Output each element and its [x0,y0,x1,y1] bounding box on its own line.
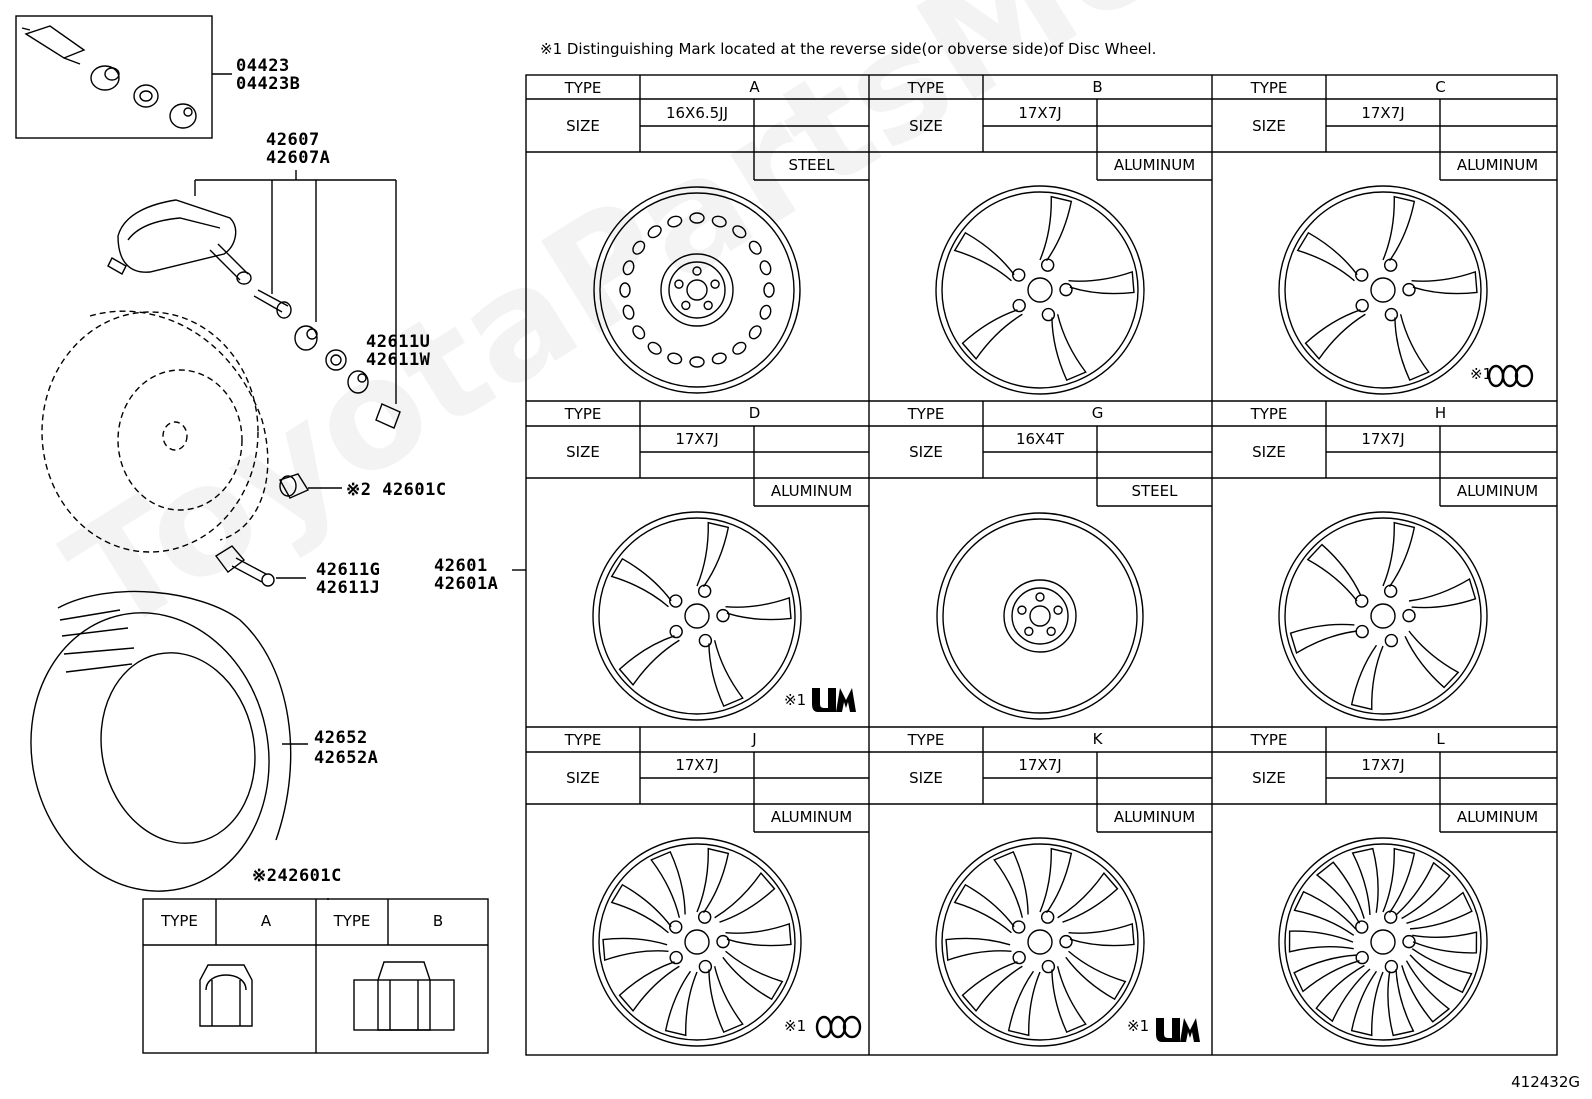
wheel-drawing-k [935,837,1145,1047]
tire-illustration [30,590,308,892]
wheel-type-label: TYPE [564,731,602,749]
wheel-illustrations [592,185,1488,1047]
wheel-type-c: C [1435,78,1446,96]
hub-nut-illustration [278,473,342,499]
wheel-type-label: TYPE [907,405,945,423]
part-number-42611j[interactable]: 42611J [316,578,381,598]
wheel-size-label: SIZE [909,117,943,135]
wheel-drawing-l [1278,837,1488,1047]
wheel-material-c: ALUMINUM [1456,156,1539,174]
part-number-42601[interactable]: 42601 [434,556,488,576]
part-number-42601a[interactable]: 42601A [434,574,499,594]
wheel-drawing-c [1278,185,1488,395]
wheel-size-label: SIZE [1252,443,1286,461]
part-number-04423[interactable]: 04423 [236,56,290,76]
part-number-42652a[interactable]: 42652A [314,748,379,768]
wheel-material-b: ALUMINUM [1113,156,1196,174]
wheel-material-a: STEEL [788,156,835,174]
wheel-size-label: SIZE [566,117,600,135]
wheel-size-k: 17X7J [1018,756,1062,774]
wheel-type-label: TYPE [1250,405,1288,423]
wheel-size-a: 16X6.5JJ [665,104,729,122]
nut-type-label-b: TYPE [333,912,371,930]
wheel-size-label: SIZE [1252,769,1286,787]
wheel-size-label: SIZE [1252,117,1286,135]
part-number-42607a[interactable]: 42607A [266,148,331,168]
wheel-drawing-b [935,185,1145,395]
wheel-type-label: TYPE [564,79,602,97]
wheel-type-a: A [749,78,760,96]
part-number-42607[interactable]: 42607 [266,130,320,150]
wheel-drawing-h [1278,511,1488,721]
wheel-type-label: TYPE [907,731,945,749]
wheel-type-label: TYPE [564,405,602,423]
wheel-size-g: 16X4T [1015,430,1065,448]
part-number-42611u[interactable]: 42611U [366,332,431,352]
wheel-type-label: TYPE [907,79,945,97]
wheel-material-d: ALUMINUM [770,482,853,500]
wheel-type-b: B [1092,78,1103,96]
distinguishing-mark-shapes [815,364,1534,1039]
wheel-type-k: K [1092,730,1103,748]
wheel-drawing-d [592,511,802,721]
part-number-04423b[interactable]: 04423B [236,74,301,94]
wheel-type-g: G [1091,404,1104,422]
wheel-size-label: SIZE [566,769,600,787]
tpms-sensor-illustration [107,170,401,429]
wheel-type-label: TYPE [1250,731,1288,749]
wheel-table-lines [525,74,1558,1056]
wheel-sketch-illustration [41,310,269,553]
nut-type-label-a: TYPE [161,912,198,930]
part-number-42611w[interactable]: 42611W [366,350,431,370]
wheel-mark-d: ※1 [784,691,807,709]
wheel-material-j: ALUMINUM [770,808,853,826]
nut-type-b: B [432,912,444,930]
wheel-size-l: 17X7J [1361,756,1405,774]
wheel-size-d: 17X7J [675,430,719,448]
wheel-mark-c: ※1 [1470,365,1493,383]
wheel-size-h: 17X7J [1361,430,1405,448]
wheel-material-l: ALUMINUM [1456,808,1539,826]
wheel-drawing-j [592,837,802,1047]
wheel-material-g: STEEL [1131,482,1178,500]
part-number-42652[interactable]: 42652 [314,728,368,748]
valve-stem-illustration [214,545,306,587]
part-number-42601c[interactable]: ※2 42601C [346,480,447,500]
part-number-42611g[interactable]: 42611G [316,560,381,580]
wheel-drawing-a [593,186,801,394]
diagram-code: 412432G [1511,1073,1580,1091]
um-mark-shapes [812,688,1200,1042]
mark-shape-j [815,1015,862,1039]
wheel-type-h: H [1434,404,1447,422]
wheel-size-c: 17X7J [1361,104,1405,122]
mark-shape-c [1487,364,1534,388]
wheel-mark-j: ※1 [784,1017,807,1035]
wheel-drawing-g [936,512,1144,720]
valve-kit-illustration [15,15,232,139]
wheel-size-label: SIZE [566,443,600,461]
wheel-size-label: SIZE [909,443,943,461]
wheel-size-label: SIZE [909,769,943,787]
wheel-type-l: L [1436,730,1445,748]
wheel-mark-k: ※1 [1127,1017,1150,1035]
nut-type-a: A [260,912,272,930]
wheel-material-k: ALUMINUM [1113,808,1196,826]
wheel-type-d: D [748,404,761,422]
wheel-material-h: ALUMINUM [1456,482,1539,500]
nut-table-title[interactable]: ※242601C [252,866,342,886]
wheel-size-b: 17X7J [1018,104,1062,122]
distinguishing-mark-note: ※1 Distinguishing Mark located at the re… [540,40,1157,58]
wheel-type-label: TYPE [1250,79,1288,97]
wheel-type-j: J [752,730,757,748]
nut-type-table-lines [142,898,489,1054]
wheel-size-j: 17X7J [675,756,719,774]
